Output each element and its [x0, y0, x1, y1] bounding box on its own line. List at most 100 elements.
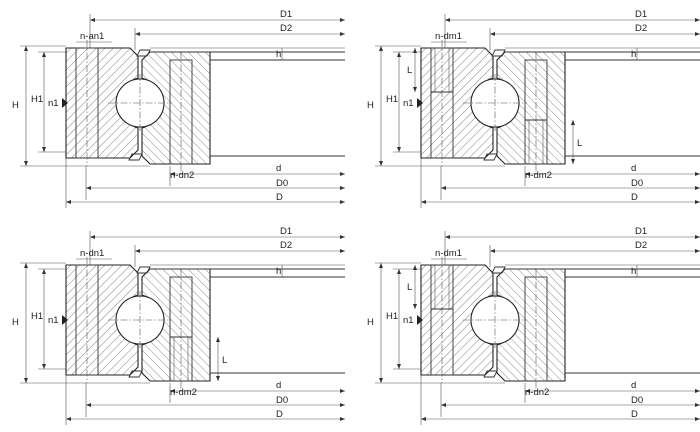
dim-line-d-arrow-left	[525, 172, 530, 176]
label-h: h	[631, 266, 636, 277]
dim-line-D1-arrow-right	[340, 235, 345, 239]
seal-bottom	[483, 153, 498, 161]
label-D2: D2	[635, 23, 647, 34]
dim-line-H-arrow-top	[24, 263, 28, 268]
label-D0: D0	[631, 178, 643, 189]
dim-line-D-arrow-right	[340, 200, 345, 204]
dim-line-H1-arrow-bottom	[42, 364, 46, 369]
dim-line-D1-arrow-left	[90, 18, 95, 22]
dim-line-d-arrow-right	[340, 389, 345, 393]
dim-line-D0-arrow-right	[340, 186, 345, 190]
dim-line-D1-arrow-left	[90, 235, 95, 239]
label-H: H	[12, 100, 19, 111]
dim-line-H1-arrow-bottom	[397, 364, 401, 369]
label-H: H	[12, 317, 19, 328]
dim-line-H-arrow-bottom	[24, 378, 28, 383]
label-H1: H1	[31, 311, 43, 322]
dim-line-H1-arrow-top	[397, 52, 401, 57]
label-D: D	[276, 192, 283, 203]
label-D0: D0	[276, 178, 288, 189]
seal-top	[491, 266, 506, 274]
label-D: D	[631, 409, 638, 420]
label-n1: n1	[403, 315, 414, 326]
label-H: H	[367, 317, 374, 328]
dim-line-d-arrow-left	[525, 389, 530, 393]
dim-line-D-arrow-right	[340, 417, 345, 421]
dim-line-H1-arrow-top	[42, 52, 46, 57]
dim-line-D2-arrow-right	[340, 32, 345, 36]
label-D1: D1	[635, 226, 647, 237]
dim-line-L-outer-arrow-top	[413, 265, 417, 270]
label-inner-holes: n-dn2	[170, 170, 194, 181]
dim-line-D-arrow-right	[695, 417, 700, 421]
dim-line-D1-arrow-left	[445, 18, 450, 22]
dim-line-H-arrow-top	[24, 46, 28, 51]
label-D1: D1	[280, 9, 292, 20]
dim-line-D2-arrow-right	[695, 32, 700, 36]
label-H1: H1	[31, 94, 43, 105]
dim-line-D0-arrow-right	[695, 403, 700, 407]
dim-line-L-inner-arrow-bottom	[571, 159, 575, 164]
label-D2: D2	[635, 240, 647, 251]
dim-line-D0-arrow-right	[340, 403, 345, 407]
dim-line-d-arrow-right	[695, 172, 700, 176]
seal-top	[491, 49, 506, 57]
label-D1: D1	[635, 9, 647, 20]
label-n1: n1	[48, 315, 59, 326]
dim-line-L-outer-arrow-top	[413, 48, 417, 53]
dim-line-D2-arrow-right	[695, 249, 700, 253]
dim-line-D-arrow-right	[695, 200, 700, 204]
label-n1: n1	[48, 98, 59, 109]
n1-arrow-icon	[62, 315, 68, 325]
label-n1: n1	[403, 98, 414, 109]
dim-line-D2-arrow-left	[490, 249, 495, 253]
inner-ring-hole	[169, 276, 193, 382]
label-inner-holes: n-dn2	[525, 387, 549, 398]
dim-line-L-outer-arrow-bottom	[413, 304, 417, 309]
dim-line-L-inner-arrow-bottom	[216, 376, 220, 381]
inner-ring-hole	[524, 59, 548, 165]
dim-line-H-arrow-bottom	[379, 161, 383, 166]
label-d: d	[631, 163, 636, 174]
seal-bottom	[483, 370, 498, 378]
label-H: H	[367, 100, 374, 111]
dim-line-H-arrow-bottom	[379, 378, 383, 383]
label-L-inner: L	[222, 355, 227, 366]
label-D2: D2	[280, 240, 292, 251]
dim-line-D-arrow-left	[66, 200, 71, 204]
dim-line-H1-arrow-top	[397, 269, 401, 274]
label-L-outer: L	[407, 282, 412, 293]
label-h: h	[631, 49, 636, 60]
label-outer-holes: n-dm1	[435, 248, 462, 259]
label-inner-holes: n-dm2	[170, 387, 197, 398]
dim-line-d-arrow-left	[170, 389, 175, 393]
dim-line-D2-arrow-left	[135, 32, 140, 36]
dim-line-d-arrow-right	[340, 172, 345, 176]
seal-top	[136, 49, 151, 57]
label-D: D	[631, 192, 638, 203]
dim-line-D1-arrow-right	[695, 18, 700, 22]
n1-arrow-icon	[62, 98, 68, 108]
label-d: d	[276, 163, 281, 174]
label-outer-holes: n-dn1	[80, 248, 104, 259]
label-D: D	[276, 409, 283, 420]
dim-line-D-arrow-left	[66, 417, 71, 421]
dim-line-H1-arrow-bottom	[42, 147, 46, 152]
label-inner-holes: n-dm2	[525, 170, 552, 181]
dim-line-H-arrow-top	[379, 46, 383, 51]
inner-ring-hole	[524, 276, 548, 382]
label-outer-holes: n-dm1	[435, 31, 462, 42]
dim-line-D0-arrow-left	[441, 186, 446, 190]
label-d: d	[631, 380, 636, 391]
n1-arrow-icon	[417, 315, 423, 325]
dim-line-H1-arrow-top	[42, 269, 46, 274]
label-D2: D2	[280, 23, 292, 34]
dim-line-H1-arrow-bottom	[397, 147, 401, 152]
dim-line-D0-arrow-left	[86, 186, 91, 190]
dim-line-D2-arrow-right	[340, 249, 345, 253]
